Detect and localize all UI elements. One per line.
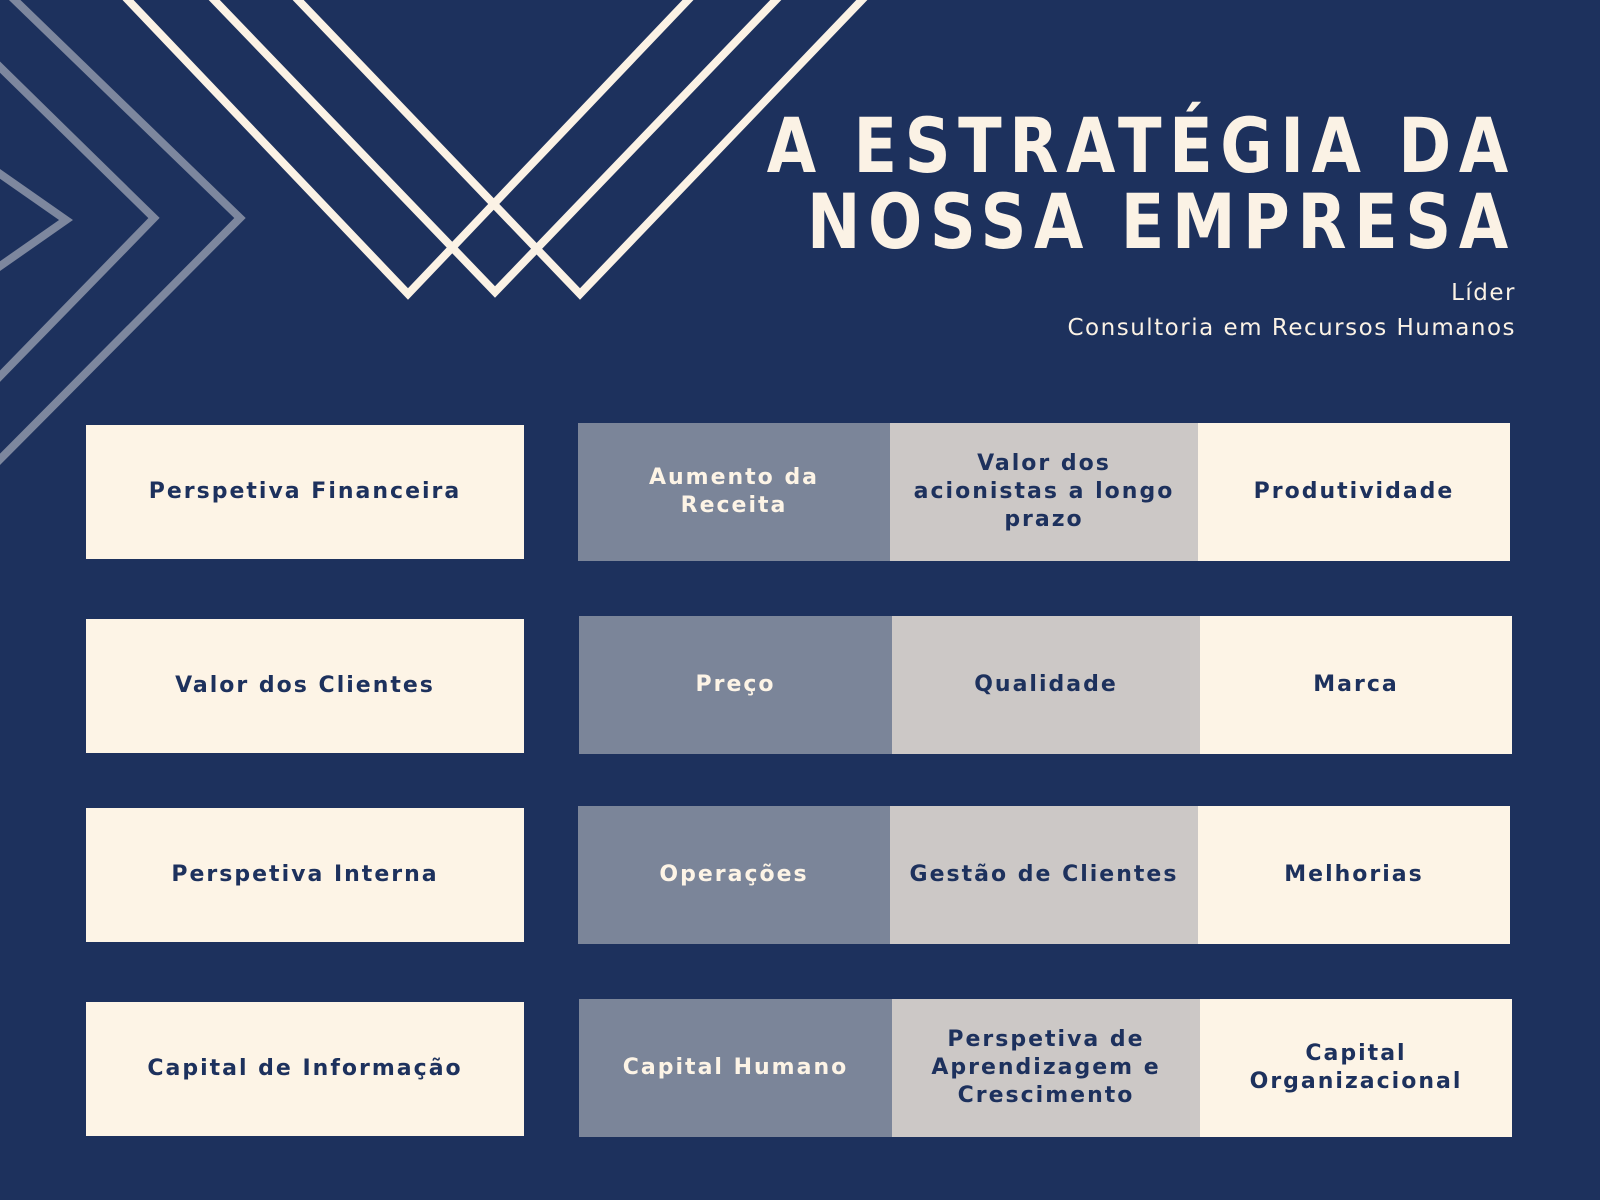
subtitle-line-1: Líder xyxy=(1451,280,1516,306)
gray-chevron-1 xyxy=(0,168,73,272)
item-box: Melhorias xyxy=(1198,806,1510,944)
item-box: Operações xyxy=(578,806,890,944)
page-title: A ESTRATÉGIA DA NOSSA EMPRESA xyxy=(767,108,1516,260)
item-box: Qualidade xyxy=(892,616,1200,754)
item-box: Preço xyxy=(579,616,892,754)
item-box: Perspetiva de Aprendizagem e Crescimento xyxy=(892,999,1200,1137)
item-box: Gestão de Clientes xyxy=(890,806,1198,944)
perspective-box: Valor dos Clientes xyxy=(86,619,524,753)
subtitle-line-2: Consultoria em Recursos Humanos xyxy=(1067,315,1516,341)
cream-v-1 xyxy=(122,0,694,300)
item-box: Aumento da Receita xyxy=(578,423,890,561)
gray-chevron-3 xyxy=(0,0,246,465)
decorative-chevron-lines xyxy=(0,0,868,465)
item-box: Valor dos acionistas a longo prazo xyxy=(890,423,1198,561)
cream-v-3 xyxy=(292,0,868,300)
gray-chevron-2 xyxy=(0,61,160,382)
title-line-2: NOSSA EMPRESA xyxy=(807,177,1516,266)
cream-v-2 xyxy=(208,0,782,298)
perspective-box: Perspetiva Financeira xyxy=(86,425,524,559)
title-line-1: A ESTRATÉGIA DA xyxy=(766,101,1516,190)
perspective-box: Capital de Informação xyxy=(86,1002,524,1136)
subtitle: Líder Consultoria em Recursos Humanos xyxy=(1068,276,1517,346)
item-box: Capital Organizacional xyxy=(1200,999,1512,1137)
item-box: Produtividade xyxy=(1198,423,1510,561)
item-box: Capital Humano xyxy=(579,999,892,1137)
perspective-box: Perspetiva Interna xyxy=(86,808,524,942)
item-box: Marca xyxy=(1200,616,1512,754)
